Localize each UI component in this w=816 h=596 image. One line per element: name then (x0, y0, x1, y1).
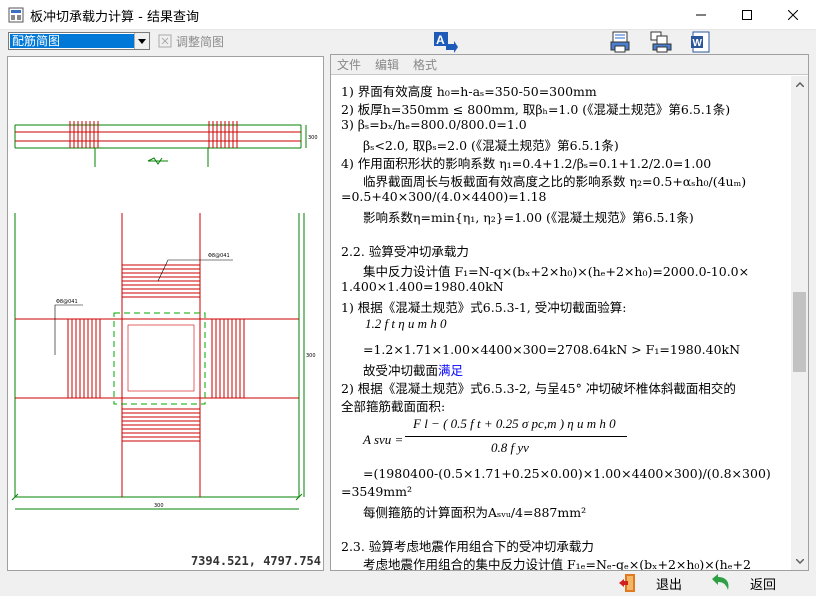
critical-perimeter (113, 312, 206, 405)
window-title: 板冲切承载力计算 - 结果查询 (30, 10, 199, 25)
back-button[interactable]: 返回 (708, 572, 776, 594)
view-select-value: 配筋简图 (10, 34, 134, 48)
app-icon (8, 7, 24, 23)
check-text: 故受冲切截面 (363, 363, 439, 378)
report-menubar: 文件 编辑 格式 (331, 55, 808, 75)
report-line: 考虑地震作用组合的集中反力设计值 F₁ₑ=Nₑ-qₑ×(bₓ+2×h₀)×(hₑ… (363, 557, 751, 570)
section-heading: 2.2. 验算受冲切承载力 (341, 244, 469, 259)
back-label: 返回 (750, 577, 777, 593)
formula-numerator: F l − ( 0.5 f t + 0.25 σ pc,m ) η u m h … (413, 416, 616, 431)
plan-stirrups-left (67, 319, 101, 398)
report-line: 2) 根据《混凝土规范》式6.5.3-2, 与呈45° 冲切破坏椎体斜截面相交的 (341, 381, 736, 396)
report-line: 影响系数η=min{η₁, η₂}=1.00 (《混凝土规范》第6.5.1条) (363, 210, 694, 225)
word-export-icon[interactable]: W (689, 30, 715, 54)
report-line: =1.2×1.71×1.00×4400×300=2708.64kN > F₁=1… (363, 342, 741, 357)
report-line: =(1980400-(0.5×1.71+0.25×0.00)×1.00×4400… (363, 466, 771, 481)
back-arrow-icon (712, 574, 729, 590)
report-line: 集中反力设计值 F₁=N-q×(bₓ+2×h₀)×(hₑ+2×h₀)=2000.… (363, 264, 750, 279)
plan-dim-label-side: 300 (306, 353, 316, 359)
section-stirrups-left (69, 121, 99, 148)
scroll-down-icon[interactable] (791, 553, 808, 570)
rebar-drawing: 300 (11, 121, 318, 510)
scrollbar-thumb[interactable] (793, 292, 806, 372)
exit-label: 退出 (656, 577, 683, 593)
drawing-panel[interactable]: 300 (7, 56, 324, 571)
rebar-label-top: Φ8@041 (208, 253, 230, 259)
print-icon[interactable] (609, 30, 635, 54)
maximize-icon (742, 10, 752, 20)
minimize-button[interactable] (678, 0, 724, 30)
maximize-button[interactable] (724, 0, 770, 30)
fraction-bar (405, 436, 627, 437)
adjust-drawing-label: 调整简图 (176, 34, 225, 49)
plan-stirrups-top (122, 264, 200, 298)
exit-button[interactable]: 退出 (618, 572, 682, 594)
report-line: 2) 板厚h=350mm ≤ 800mm, 取βₕ=1.0 (《混凝土规范》第6… (341, 102, 731, 117)
minimize-icon (696, 14, 706, 16)
view-select[interactable]: 配筋简图 (8, 32, 150, 50)
report-panel: 文件 编辑 格式 1) 界面有效高度 h₀=h-aₛ=350-50=300mm … (330, 54, 809, 571)
report-line: 1.400×1.400=1980.40kN (341, 279, 504, 294)
report-line: 每侧箍筋的计算面积为Aₛᵥᵤ/4=887mm² (363, 505, 587, 520)
report-line: 3) βₛ=bₓ/hₑ=800.0/800.0=1.0 (341, 117, 527, 132)
title-bar: 板冲切承载力计算 - 结果查询 (0, 0, 816, 30)
report-line: 1) 界面有效高度 h₀=h-aₛ=350-50=300mm (341, 84, 597, 99)
section-stirrups-right (208, 121, 238, 148)
report-line: 4) 作用面积形状的影响系数 η₁=0.4+1.2/βₛ=0.1+1.2/2.0… (341, 156, 712, 171)
report-scrollbar[interactable] (791, 76, 808, 570)
report-line: 全部箍筋截面面积: (341, 399, 446, 414)
plan-stirrups-bottom (122, 408, 200, 442)
plan-stirrups-right (211, 319, 245, 398)
menu-file[interactable]: 文件 (337, 58, 362, 72)
rebar-label-left: Φ8@041 (56, 299, 78, 305)
formula-denominator: 0.8 f yv (491, 440, 529, 455)
exit-door-icon (619, 574, 635, 592)
scroll-up-icon[interactable] (791, 76, 808, 93)
report-text[interactable]: 1) 界面有效高度 h₀=h-aₛ=350-50=300mm 2) 板厚h=35… (331, 76, 791, 570)
check-result: 满足 (438, 363, 464, 378)
report-line: 故受冲切截面满足 (363, 360, 463, 379)
print-preview-icon[interactable] (649, 30, 675, 54)
report-line: =0.5+40×300/(4.0×4400)=1.18 (341, 189, 547, 204)
svg-text:W: W (693, 38, 703, 49)
formula-punching-capacity: 1.2 f t η u m h 0 (365, 316, 447, 331)
report-line: =3549mm² (341, 484, 413, 499)
section-heading: 2.3. 验算考虑地震作用组合下的受冲切承载力 (341, 539, 594, 554)
close-button[interactable] (770, 0, 816, 30)
menu-edit[interactable]: 编辑 (375, 58, 400, 72)
report-line: βₛ<2.0, 取βₛ=2.0 (《混凝土规范》第6.5.1条) (363, 138, 619, 153)
section-dim-label: 300 (308, 135, 318, 141)
plan-dim-label-bottom: 300 (154, 503, 164, 509)
report-line: 临界截面周长与板截面有效高度之比的影响系数 η₂=0.5+αₛh₀/(4uₘ) (363, 174, 747, 189)
section-view: 300 (14, 121, 318, 167)
formula-lhs: A svu = (363, 432, 404, 447)
svg-text:A: A (436, 33, 445, 47)
font-icon[interactable]: A (432, 30, 458, 54)
close-icon (788, 10, 798, 20)
adjust-icon (158, 34, 172, 48)
cursor-coordinates: 7394.521, 4797.754 (190, 554, 321, 568)
chevron-down-icon[interactable] (134, 33, 149, 49)
plan-view: Φ8@041 Φ8@041 300 300 (11, 213, 316, 510)
menu-format[interactable]: 格式 (413, 58, 438, 72)
report-line: 1) 根据《混凝土规范》式6.5.3-1, 受冲切截面验算: (341, 300, 627, 315)
adjust-drawing-button[interactable]: 调整简图 (158, 32, 224, 50)
